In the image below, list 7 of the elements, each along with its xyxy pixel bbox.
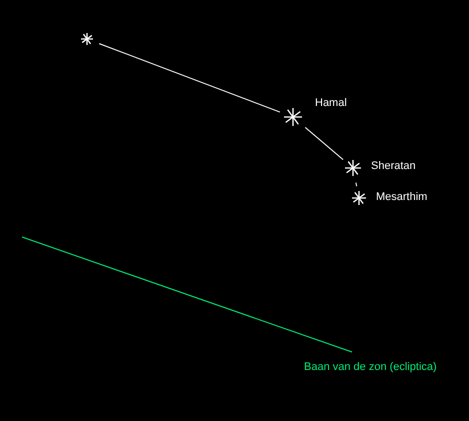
ecliptic-label: Baan van de zon (ecliptica) [304, 361, 437, 374]
star-name: Mesarthim [376, 191, 428, 204]
constellation-line [355, 182, 358, 187]
constellation-line [304, 126, 344, 160]
constellation-line [98, 43, 280, 113]
star-name: Hamal [315, 97, 347, 110]
star-name: Sheratan [371, 160, 416, 173]
